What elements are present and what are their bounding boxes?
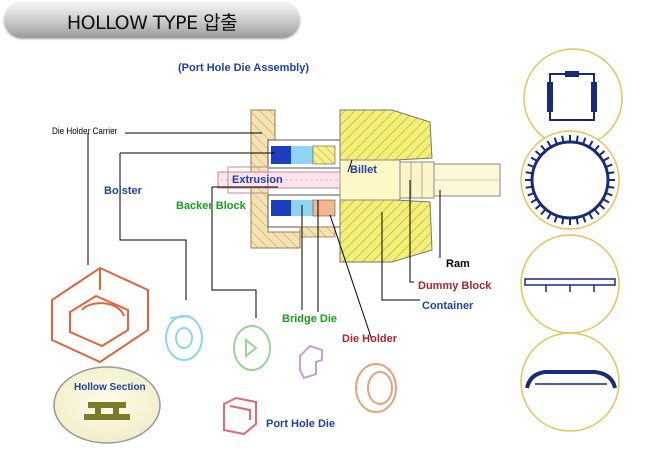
label-container: Container bbox=[422, 300, 474, 312]
fin-line bbox=[553, 137, 558, 145]
profile-circle-curved-rail bbox=[520, 332, 620, 432]
fin-line bbox=[525, 185, 533, 189]
fin-line bbox=[540, 208, 547, 216]
fin-line bbox=[534, 203, 542, 210]
fin-line bbox=[530, 156, 538, 162]
assembly-cross-section bbox=[217, 109, 501, 263]
label-bolster: Bolster bbox=[104, 185, 142, 197]
exploded-bolster bbox=[165, 315, 203, 361]
label-backer-block: Backer Block bbox=[176, 200, 246, 212]
fin-line bbox=[527, 163, 535, 168]
fin-line bbox=[602, 156, 610, 162]
fin-line bbox=[575, 135, 579, 143]
fin-line bbox=[553, 215, 558, 223]
fin-line bbox=[588, 212, 594, 220]
fin-line bbox=[534, 150, 542, 157]
fin-line bbox=[530, 198, 538, 204]
fin-line bbox=[588, 140, 594, 148]
label-hollow-section: Hollow Section bbox=[74, 382, 146, 393]
fin-line bbox=[593, 208, 600, 216]
fin-line bbox=[607, 171, 615, 175]
fin-line bbox=[561, 217, 565, 225]
fin-line bbox=[598, 150, 606, 157]
diagram-subtitle: (Port Hole Die Assembly) bbox=[178, 62, 310, 74]
label-bridge-die: Bridge Die bbox=[282, 313, 338, 325]
fin-line bbox=[602, 198, 610, 204]
profile-circle-square-tube bbox=[523, 48, 623, 148]
fin-line bbox=[593, 144, 600, 152]
fin-line bbox=[527, 192, 535, 197]
fin-line bbox=[561, 135, 565, 143]
fin-line bbox=[546, 140, 552, 148]
page-title: HOLLOW TYPE 압출 bbox=[66, 12, 238, 34]
label-billet: Billet bbox=[350, 164, 377, 176]
label-port-hole-die: Port Hole Die bbox=[266, 418, 336, 430]
leader-lines bbox=[87, 132, 441, 341]
exploded-port-hole-die bbox=[223, 396, 257, 436]
fin-line bbox=[605, 192, 613, 197]
label-die-holder-carrier: Die Holder Carrier bbox=[52, 126, 118, 136]
exploded-bridge-die bbox=[299, 344, 323, 380]
fin-line bbox=[540, 144, 547, 152]
profile-circle-flat-panel bbox=[520, 234, 620, 334]
fin-line bbox=[607, 185, 615, 189]
exploded-backer-block bbox=[233, 325, 271, 371]
exploded-die-holder-carrier bbox=[51, 266, 149, 364]
title-banner: HOLLOW TYPE 압출 bbox=[4, 2, 300, 38]
fin-line bbox=[525, 171, 533, 175]
fin-line bbox=[605, 163, 613, 168]
fin-line bbox=[582, 137, 587, 145]
fin-line bbox=[575, 217, 579, 225]
profile-circle-round-finned bbox=[520, 130, 620, 230]
label-die-holder: Die Holder bbox=[342, 333, 398, 345]
label-dummy-block: Dummy Block bbox=[418, 280, 492, 292]
fin-line bbox=[582, 215, 587, 223]
hollow-section-panel bbox=[53, 366, 161, 444]
label-extrusion: Extrusion bbox=[232, 174, 283, 186]
fin-line bbox=[598, 203, 606, 210]
fin-line bbox=[546, 212, 552, 220]
label-ram: Ram bbox=[446, 258, 470, 270]
exploded-die-holder bbox=[355, 363, 397, 413]
